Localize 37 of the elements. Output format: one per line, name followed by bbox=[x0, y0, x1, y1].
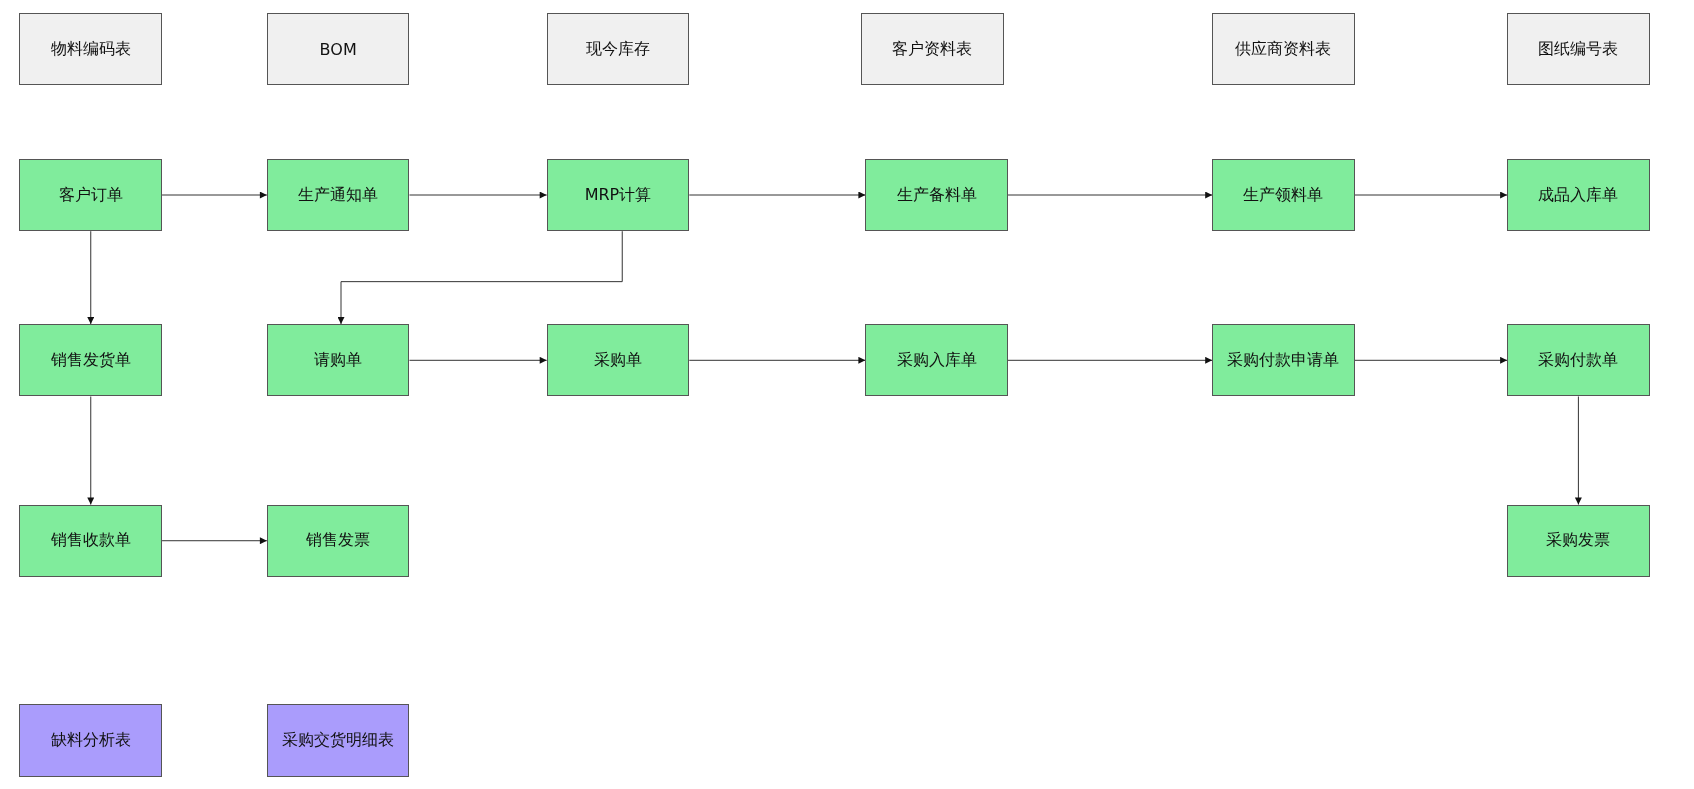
data-table-box: 客户资料表 bbox=[861, 12, 1004, 86]
arrow bbox=[408, 191, 548, 199]
arrow bbox=[688, 356, 866, 364]
document-box: 采购入库单 bbox=[865, 324, 1008, 397]
arrow bbox=[161, 537, 268, 545]
document-box: 成品入库单 bbox=[1507, 158, 1650, 232]
arrow bbox=[337, 230, 623, 325]
document-box: 销售收款单 bbox=[19, 504, 163, 577]
document-box: 销售发票 bbox=[266, 504, 410, 577]
arrow bbox=[1007, 356, 1213, 364]
arrow bbox=[1007, 191, 1213, 199]
arrow bbox=[1574, 396, 1582, 506]
arrow bbox=[87, 230, 95, 325]
data-table-box: 现今库存 bbox=[546, 12, 690, 86]
document-box: 采购单 bbox=[546, 324, 690, 397]
document-box: 生产领料单 bbox=[1212, 158, 1355, 232]
arrow bbox=[1354, 191, 1508, 199]
data-table-box: 供应商资料表 bbox=[1212, 12, 1355, 86]
document-box: MRP计算 bbox=[546, 158, 690, 232]
report-box: 缺料分析表 bbox=[19, 704, 163, 777]
arrow bbox=[408, 356, 548, 364]
document-box: 采购付款单 bbox=[1507, 324, 1650, 397]
document-box: 请购单 bbox=[266, 324, 410, 397]
arrow bbox=[688, 191, 866, 199]
data-table-box: 物料编码表 bbox=[19, 12, 163, 86]
data-table-box: BOM bbox=[266, 12, 410, 86]
data-table-box: 图纸编号表 bbox=[1507, 12, 1650, 86]
report-box: 采购交货明细表 bbox=[266, 704, 410, 777]
document-box: 采购付款申请单 bbox=[1212, 324, 1355, 397]
arrow bbox=[161, 191, 268, 199]
document-box: 销售发货单 bbox=[19, 324, 163, 397]
document-box: 采购发票 bbox=[1507, 504, 1650, 577]
document-box: 客户订单 bbox=[19, 158, 163, 232]
document-box: 生产备料单 bbox=[865, 158, 1008, 232]
arrow bbox=[1354, 356, 1508, 364]
document-box: 生产通知单 bbox=[266, 158, 410, 232]
arrow bbox=[87, 396, 95, 506]
